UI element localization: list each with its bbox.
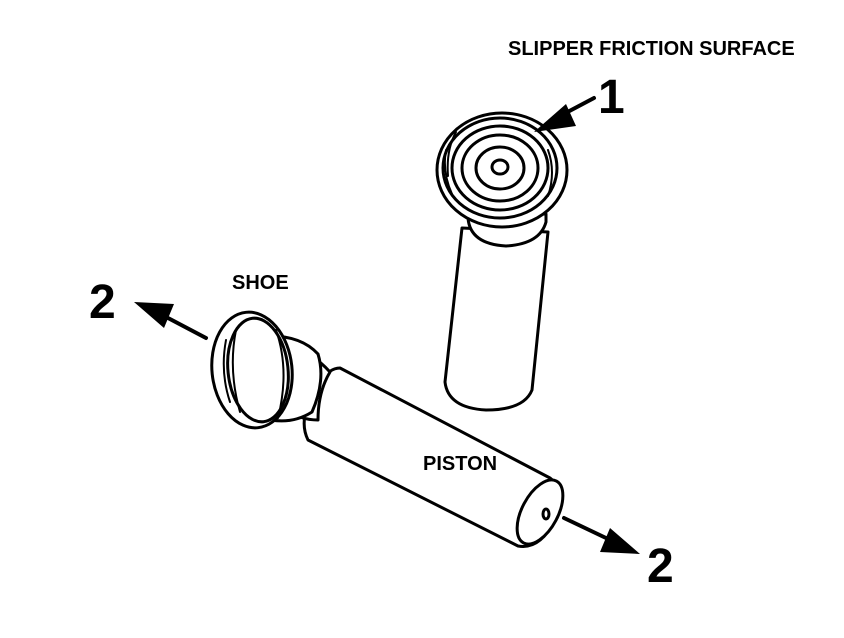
shoe-shading xyxy=(222,329,285,419)
label-shoe: SHOE xyxy=(232,272,289,294)
label-slipper-friction-surface: SLIPPER FRICTION SURFACE xyxy=(508,38,795,60)
arrow-1 xyxy=(534,96,596,132)
piston-end-hole xyxy=(541,507,551,521)
slipper-rim-shading xyxy=(443,131,553,197)
slipper-ring-4 xyxy=(460,133,540,203)
callout-1: 1 xyxy=(598,71,625,124)
upright-piston-body xyxy=(443,226,550,412)
slipper-center-hole xyxy=(490,158,510,176)
callout-2-right: 2 xyxy=(647,540,674,593)
slipper-ring-2 xyxy=(441,116,559,220)
shoe-disk-inner xyxy=(226,316,290,424)
piston-end-face xyxy=(515,478,565,546)
arrow-2-right xyxy=(562,516,640,554)
label-piston: PISTON xyxy=(423,453,497,475)
callout-2-left: 2 xyxy=(89,276,116,329)
arrow-2-left xyxy=(134,302,208,340)
horizontal-piston-assembly xyxy=(210,310,565,548)
slipper-ring-3 xyxy=(450,124,550,212)
upright-piston-assembly xyxy=(435,111,569,412)
slipper-ring-5 xyxy=(474,145,526,191)
